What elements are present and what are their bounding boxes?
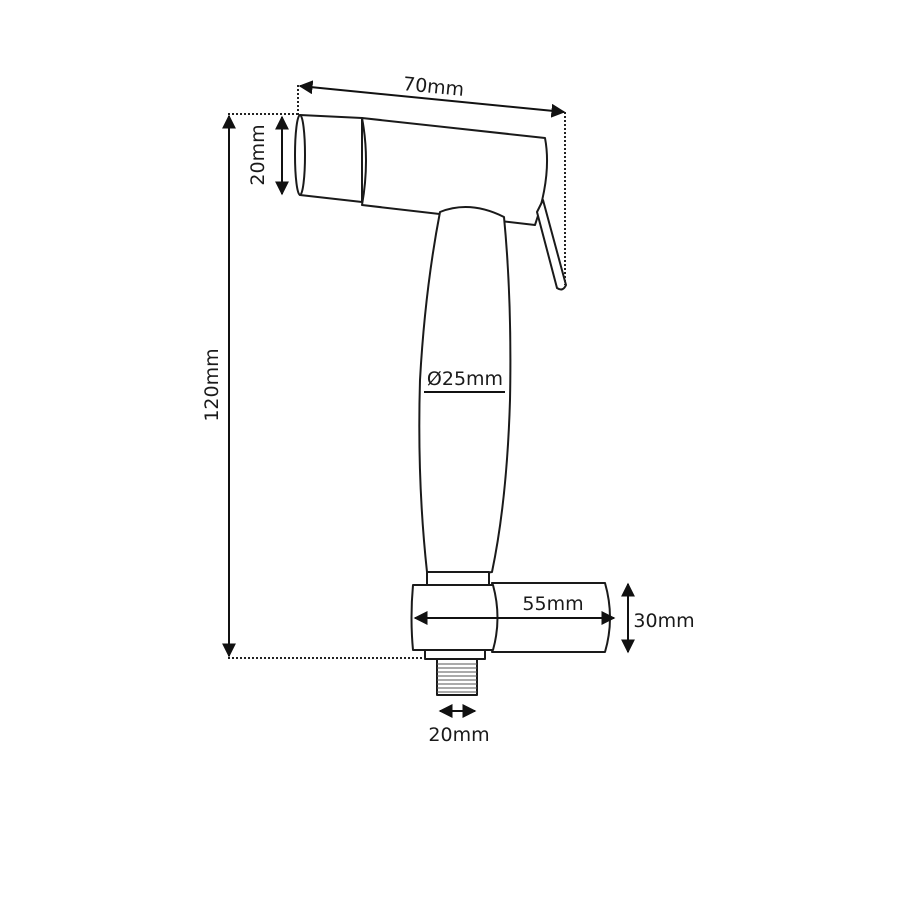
label-holder-length: 55mm [522, 593, 583, 615]
label-total-height: 120mm [201, 348, 223, 421]
label-handle-diameter: Ø25mm [427, 368, 503, 390]
label-head-height: 20mm [247, 124, 269, 185]
sprayer-handle [418, 206, 512, 587]
threaded-connector [436, 658, 478, 696]
label-thread-width: 20mm [428, 724, 489, 746]
label-holder-height: 30mm [633, 610, 694, 632]
head-length-arrow [298, 80, 566, 118]
dimension-arrows [222, 80, 635, 718]
extension-lines [228, 85, 566, 659]
